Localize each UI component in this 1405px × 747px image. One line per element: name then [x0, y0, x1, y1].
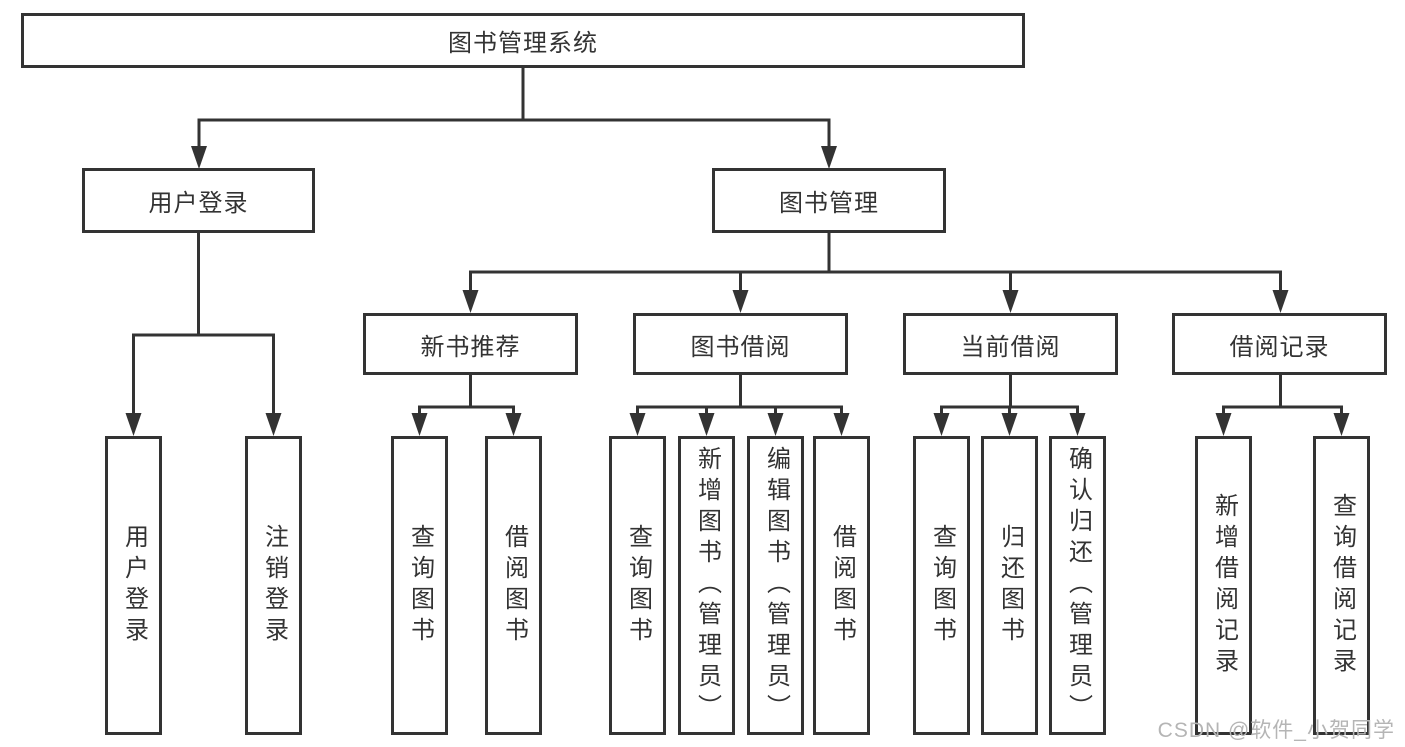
- node-label: 借阅图书: [828, 523, 856, 648]
- leaf-query-borrow-record: 查询借阅记录: [1313, 436, 1370, 735]
- node-label: 查询图书: [928, 523, 956, 648]
- node-borrow-records: 借阅记录: [1172, 313, 1387, 375]
- node-label: 编辑图书（管理员）: [762, 446, 790, 725]
- node-label: 用户登录: [120, 523, 148, 648]
- node-label: 新增图书（管理员）: [693, 446, 721, 725]
- node-label: 借阅记录: [1229, 333, 1330, 361]
- node-label: 新增借阅记录: [1210, 492, 1238, 679]
- leaf-add-book-admin: 新增图书（管理员）: [678, 436, 735, 735]
- node-book-management: 图书管理: [712, 168, 946, 233]
- node-label: 图书管理系统: [448, 30, 598, 57]
- node-label: 新书推荐: [420, 333, 521, 361]
- leaf-confirm-return-admin: 确认归还（管理员）: [1049, 436, 1106, 735]
- node-label: 图书管理: [779, 190, 879, 217]
- node-book-borrow: 图书借阅: [633, 313, 848, 375]
- leaf-query-books-borrow: 查询图书: [609, 436, 666, 735]
- leaf-borrow-books: 借阅图书: [813, 436, 870, 735]
- node-label: 图书借阅: [690, 333, 791, 361]
- node-label: 借阅图书: [500, 523, 528, 648]
- leaf-query-books-recommend: 查询图书: [391, 436, 448, 735]
- node-label: 查询借阅记录: [1328, 492, 1356, 679]
- node-label: 查询图书: [406, 523, 434, 648]
- leaf-return-book: 归还图书: [981, 436, 1038, 735]
- node-user-login: 用户登录: [82, 168, 315, 233]
- node-label: 注销登录: [260, 523, 288, 648]
- node-label: 当前借阅: [960, 333, 1061, 361]
- node-label: 用户登录: [148, 190, 249, 217]
- leaf-borrow-books-recommend: 借阅图书: [485, 436, 542, 735]
- node-root: 图书管理系统: [21, 13, 1025, 68]
- node-new-book-recommend: 新书推荐: [363, 313, 578, 375]
- leaf-logout: 注销登录: [245, 436, 302, 735]
- node-label: 确认归还（管理员）: [1064, 446, 1092, 725]
- leaf-add-borrow-record: 新增借阅记录: [1195, 436, 1252, 735]
- node-current-borrow: 当前借阅: [903, 313, 1118, 375]
- leaf-user-login: 用户登录: [105, 436, 162, 735]
- node-label: 归还图书: [996, 523, 1024, 648]
- leaf-edit-book-admin: 编辑图书（管理员）: [747, 436, 804, 735]
- node-label: 查询图书: [624, 523, 652, 648]
- leaf-query-books-current: 查询图书: [913, 436, 970, 735]
